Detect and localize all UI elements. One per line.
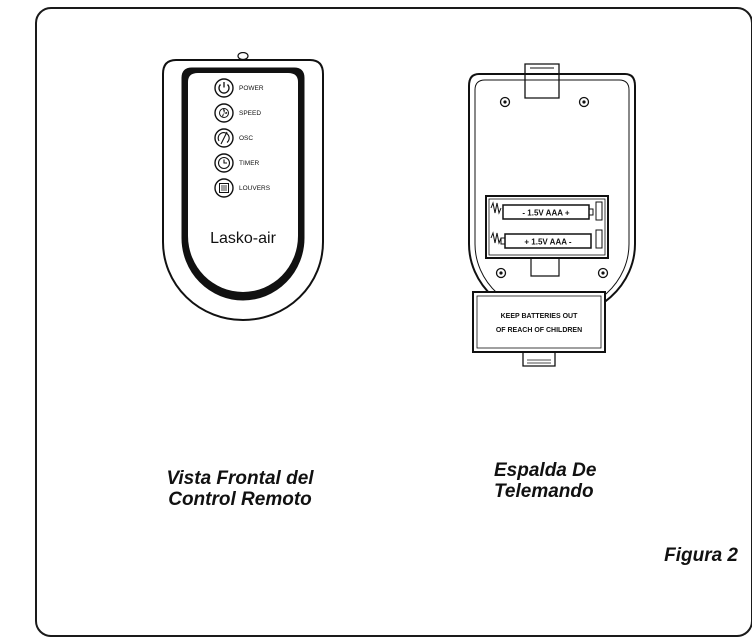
battery-bottom: + 1.5V AAA - [500,233,592,249]
brand-logo: Lasko-air [210,230,276,247]
battery-top-label: - 1.5V AAA + [522,209,570,218]
battery-top: - 1.5V AAA + [502,204,594,220]
warning-line-2: OF REACH OF CHILDREN [496,327,582,334]
screw-top-right [578,96,590,108]
back-caption-line-1: Espalda De [494,460,597,481]
screw-top-left [499,96,511,108]
front-caption-line-1: Vista Frontal del [166,468,314,489]
timer-label: TIMER [239,160,260,167]
screw-bottom-left [495,267,507,279]
screw-bottom-right [597,267,609,279]
front-caption-line-2: Control Remoto [168,489,312,510]
louvers-label: LOUVERS [239,185,271,192]
back-caption: Espalda De Telemando [494,460,596,502]
battery-door [472,291,606,353]
clock-icon [217,156,231,170]
front-caption: Vista Frontal del Control Remoto [0,468,480,510]
oscillate-icon [217,131,230,145]
front-remote-illustration: POWER SPEED OSC TIMER LOUVERS L [162,52,324,321]
warning-line-1: KEEP BATTERIES OUT [501,313,578,320]
louvers-button [214,178,234,198]
power-icon [218,84,230,94]
door-tab [522,352,556,367]
timer-button [214,153,234,173]
speed-label: SPEED [239,110,261,117]
osc-label: OSC [239,135,253,142]
louvers-icon [219,183,229,193]
figure-label: Figura 2 [664,545,738,566]
speed-button [214,103,234,123]
back-caption-line-2: Telemando [494,481,594,502]
belt-clip-tab [524,63,560,99]
power-label: POWER [239,85,264,92]
battery-compartment [485,195,609,259]
front-remote-body [162,59,324,321]
osc-button [214,128,234,148]
remote-top-nub [237,52,249,61]
fan-icon [219,108,229,118]
back-remote-illustration: - 1.5V AAA + + 1.5V AAA - KEEP BATTERIES… [468,63,636,367]
battery-bottom-label: + 1.5V AAA - [524,238,572,247]
figure-frame [35,7,752,637]
power-button [214,78,234,98]
